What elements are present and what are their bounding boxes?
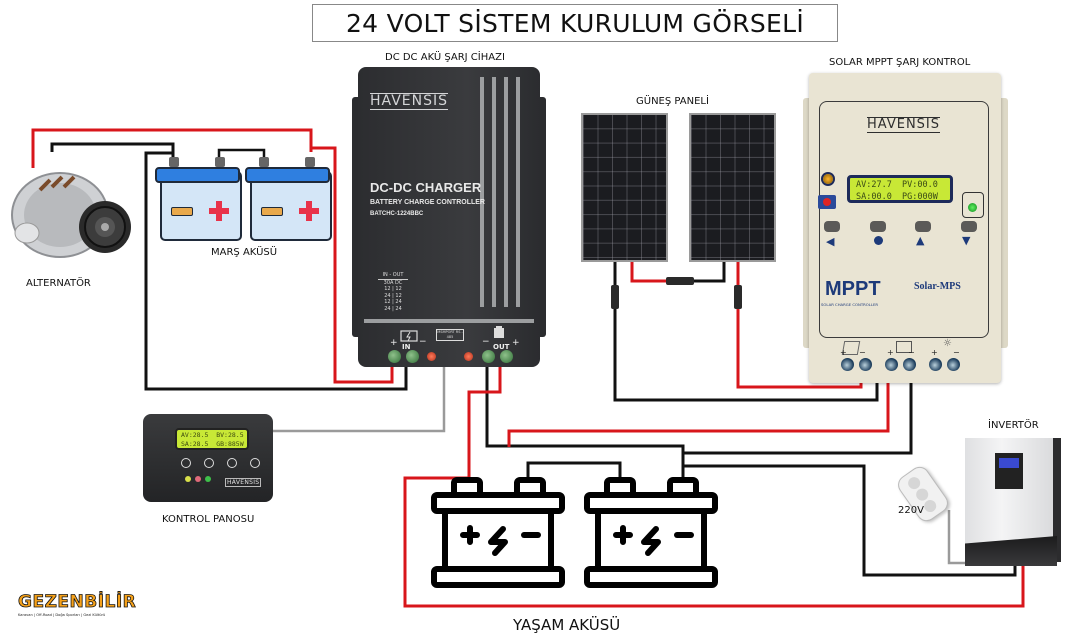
control-panel-label: KONTROL PANOSU — [162, 514, 255, 525]
wire-panel-series-negative — [690, 262, 726, 283]
dcdc-spec-table: IN - OUT 30A DC 12 | 12 24 | 12 12 | 24 … — [378, 272, 408, 312]
wire-starter-positive-dcdc — [311, 146, 394, 384]
control-panel-brand: HAVENSIS — [225, 478, 262, 487]
alternator — [5, 165, 135, 265]
house-battery-icons — [431, 477, 718, 588]
control-button[interactable] — [227, 458, 237, 468]
mppt-solar-positive-terminal[interactable] — [841, 358, 854, 371]
dcdc-model: BATCHC-1224BBC — [370, 211, 424, 217]
dcdc-out-positive-terminal[interactable] — [500, 350, 513, 363]
light-bulb-icon: ☼ — [943, 338, 952, 349]
control-button[interactable] — [181, 458, 191, 468]
mppt-load-negative-terminal[interactable] — [947, 358, 960, 371]
mc4-connector — [611, 285, 619, 309]
mppt-label: SOLAR MPPT ŞARJ KONTROL — [829, 57, 971, 68]
minus-sign — [261, 207, 283, 216]
mppt-series: Solar-MPS — [914, 281, 961, 292]
mppt-solar-negative-terminal[interactable] — [859, 358, 872, 371]
load-indicator — [962, 192, 984, 218]
inverter — [965, 438, 1061, 566]
battery-icon — [896, 341, 912, 353]
wire-inverter-positive — [403, 476, 1025, 608]
mppt-battery-positive-terminal[interactable] — [885, 358, 898, 371]
starter-battery-label: MARŞ AKÜSÜ — [211, 247, 278, 258]
mppt-ok-button[interactable] — [870, 221, 886, 232]
mppt-up-button[interactable] — [915, 221, 931, 232]
wire-dcdc-out-positive — [467, 366, 502, 478]
wire-solar-negative — [613, 310, 879, 402]
control-panel: AV:28.5 BV:28.5 SA:28.5 GB:885W HAVENSIS — [143, 414, 273, 502]
wire-mppt-battery-negative — [683, 376, 913, 455]
control-button[interactable] — [250, 458, 260, 468]
starter-battery-2 — [245, 157, 332, 242]
inverter-display — [995, 453, 1023, 489]
plus-sign — [209, 201, 229, 221]
minus-sign — [171, 207, 193, 216]
mppt-model-sub: SOLAR CHARGE CONTROLLER — [821, 302, 879, 307]
dcdc-led — [427, 352, 436, 361]
dcdc-port-label: MSMPORT RS - 485 — [436, 329, 464, 341]
logo-tagline: Karavan | Off-Road | Doğa Sporları | Gez… — [18, 613, 106, 617]
mppt-left-button[interactable] — [824, 221, 840, 232]
status-led — [195, 476, 201, 482]
engine-icon — [400, 330, 418, 342]
inverter-label: İNVERTÖR — [988, 420, 1039, 431]
mppt-brand: HAVENSIS — [867, 117, 941, 133]
dcdc-subtitle: BATTERY CHARGE CONTROLLER — [370, 199, 485, 206]
status-led — [185, 476, 191, 482]
mppt-charge-controller: HAVENSIS AV:27.7 PV:00.0 SA:00.0 PG:000W… — [803, 73, 1008, 383]
dcdc-in-negative-terminal[interactable] — [406, 350, 419, 363]
house-battery-label: YAŞAM AKÜSÜ — [513, 616, 621, 634]
up-arrow-icon: ▲ — [916, 234, 925, 247]
house-battery-1 — [431, 477, 565, 588]
mc4-connector — [666, 277, 694, 285]
gezenbilir-logo: GEZENBİLİR Karavan | Off-Road | Doğa Spo… — [18, 592, 137, 617]
house-battery-2 — [584, 477, 718, 588]
mc4-connector — [734, 285, 742, 309]
battery-icon — [494, 326, 504, 338]
control-button[interactable] — [204, 458, 214, 468]
mppt-model: MPPT — [825, 278, 881, 300]
logo-name: GEZENBİLİR — [18, 592, 137, 613]
solar-panel-2 — [689, 113, 776, 262]
dcdc-label: DC DC AKÜ ŞARJ CİHAZI — [385, 52, 505, 63]
wire-control-signal — [273, 366, 446, 433]
wire-inverter-negative — [683, 464, 1017, 577]
starter-battery-1 — [155, 157, 242, 242]
alternator-label: ALTERNATÖR — [26, 278, 91, 289]
control-panel-lcd: AV:28.5 BV:28.5 SA:28.5 GB:885W — [175, 428, 249, 450]
wire-starter-series — [217, 148, 266, 160]
wire-house-series — [526, 461, 622, 478]
wire-starter-negative-dcdc — [144, 151, 408, 391]
dcdc-in-label: IN — [402, 343, 411, 351]
dcdc-in-positive-terminal[interactable] — [388, 350, 401, 363]
wire-dcdc-out-negative — [485, 366, 685, 478]
alternator-icon — [11, 172, 131, 258]
wire-alternator-positive — [31, 128, 313, 168]
solar-panel-1 — [581, 113, 668, 262]
ok-icon — [874, 236, 883, 245]
solar-panel-label: GÜNEŞ PANELİ — [636, 96, 709, 107]
dcdc-name: DC-DC CHARGER — [370, 180, 482, 195]
page-title: 24 VOLT SİSTEM KURULUM GÖRSELİ — [312, 4, 838, 42]
dcdc-out-negative-terminal[interactable] — [482, 350, 495, 363]
status-led — [205, 476, 211, 482]
mppt-lcd: AV:27.7 PV:00.0 SA:00.0 PG:000W — [847, 175, 953, 203]
sun-icon — [819, 170, 837, 188]
wire-panel-series-positive — [630, 262, 670, 283]
mppt-load-positive-terminal[interactable] — [929, 358, 942, 371]
dcdc-led — [464, 352, 473, 361]
down-arrow-icon: ▼ — [962, 234, 971, 247]
left-arrow-icon: ◀ — [826, 235, 835, 248]
dcdc-brand: HAVENSIS — [370, 93, 449, 110]
outlet-label: 220V — [898, 505, 924, 516]
dcdc-charger: HAVENSIS DC-DC CHARGER BATTERY CHARGE CO… — [352, 67, 546, 367]
dcdc-out-label: OUT — [493, 343, 510, 351]
wire-mppt-battery-positive — [507, 376, 890, 447]
plus-sign — [299, 201, 319, 221]
battery-status-icon — [818, 195, 836, 209]
mppt-down-button[interactable] — [961, 221, 977, 232]
mppt-battery-negative-terminal[interactable] — [903, 358, 916, 371]
